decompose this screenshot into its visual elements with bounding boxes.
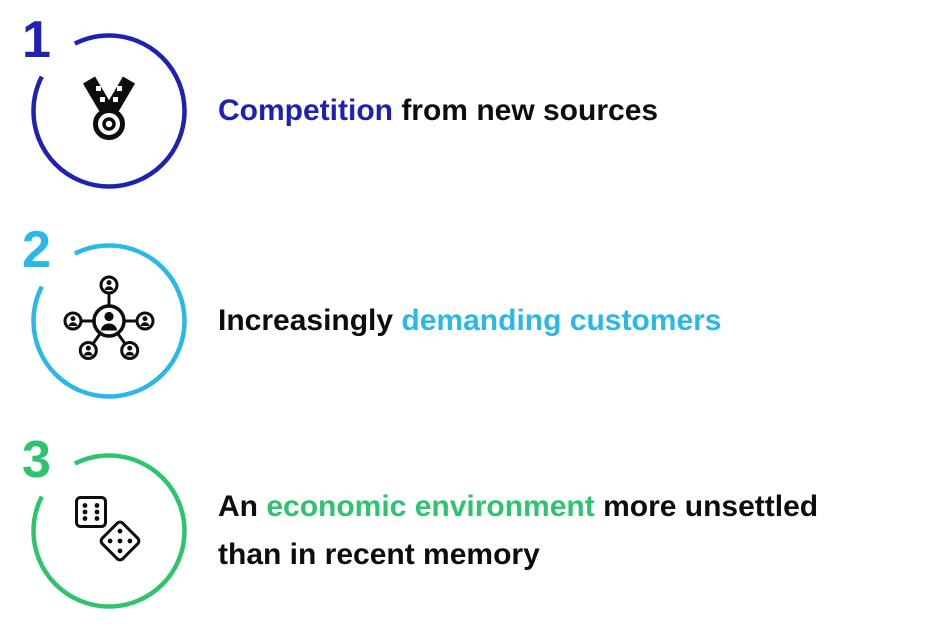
item-number: 1 (22, 11, 51, 69)
caption-segment: from new sources (392, 94, 659, 127)
item-caption: An economic environment more unsettled t… (218, 428, 858, 634)
item-circle (31, 243, 187, 399)
list-item-1: 1 Competition from new sources (0, 8, 948, 220)
caption-text: Increasingly demanding customers (218, 297, 722, 345)
list-item-2: 2 (0, 218, 948, 430)
ring-arc (31, 453, 187, 609)
item-number: 2 (22, 221, 51, 279)
ring-arc (31, 243, 187, 399)
caption-segment: more unsettled than in recent memory (218, 490, 819, 571)
caption-segment: Increasingly (218, 304, 402, 337)
caption-text: Competition from new sources (218, 87, 658, 135)
item-circle (31, 453, 187, 609)
caption-segment: economic environment (266, 490, 595, 523)
network-people-icon (63, 275, 155, 360)
caption-text: An economic environment more unsettled t… (218, 483, 858, 579)
item-circle (31, 33, 187, 189)
dice-icon (75, 496, 141, 562)
medal-icon (82, 76, 136, 140)
ring-arc (31, 33, 187, 189)
item-caption: Increasingly demanding customers (218, 218, 722, 424)
list-item-3: 3 An economic environment more unsettled… (0, 428, 948, 640)
caption-segment: Competition (218, 94, 393, 127)
caption-segment: demanding customers (401, 304, 722, 337)
item-caption: Competition from new sources (218, 8, 658, 214)
caption-segment: An (218, 490, 267, 523)
item-number: 3 (22, 431, 51, 489)
